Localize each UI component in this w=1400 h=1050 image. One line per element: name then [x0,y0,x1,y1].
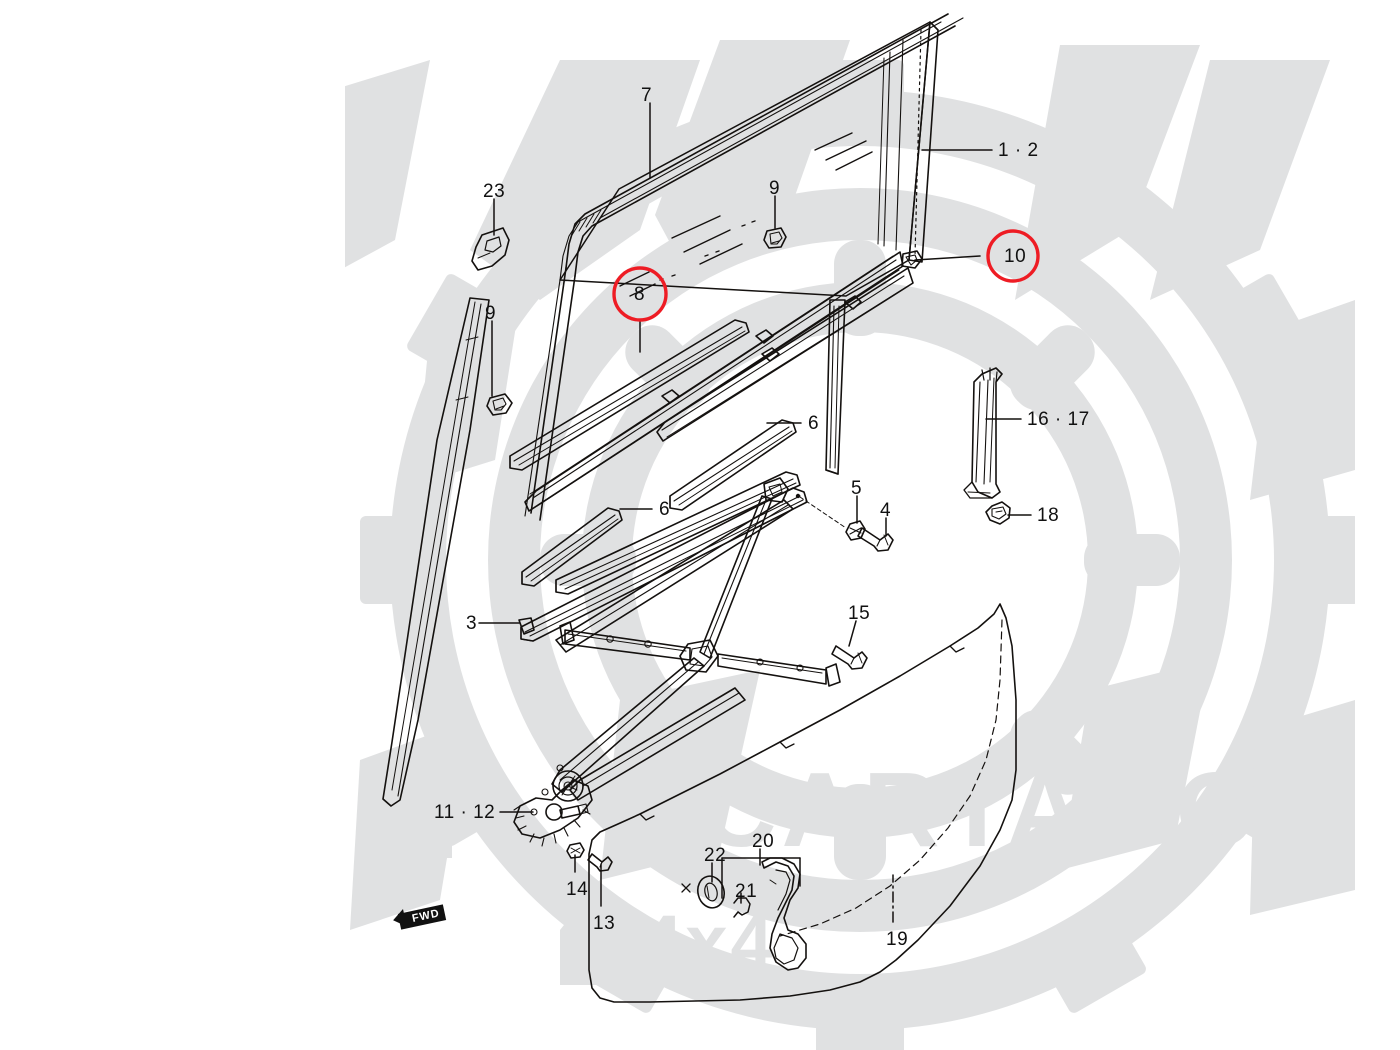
part-outer-belt-moulding [656,267,914,442]
callout-label-13: 13 [593,913,616,934]
part-5-pivot-nut [795,493,866,541]
callout-label-9-upper: 9 [769,178,781,199]
callout-label-11-12: 11 · 12 [434,802,496,823]
callout-label-18: 18 [1037,505,1060,526]
part-19-door-trim-panel [588,603,1017,1003]
part-9-clip-left [486,393,513,416]
callout-label-21: 21 [735,881,758,902]
part-1-2-window-glass [559,21,939,297]
callout-label-23: 23 [483,181,506,202]
part-23-sash-bracket [471,227,510,271]
callout-label-7: 7 [641,85,653,106]
callout-label-10: 10 [1004,246,1027,267]
part-16-17-rear-channel [963,367,1003,499]
part-20-regulator-handle [761,857,807,971]
callout-label-16-17: 16 · 17 [1027,409,1090,430]
callout-label-19: 19 [886,929,909,950]
callout-label-14: 14 [566,879,589,900]
part-glassrun-segment-a [509,319,750,471]
part-22-escutcheon [697,875,725,909]
part-8-inner-weatherstrip [524,251,904,512]
callout-label-8: 8 [634,284,646,305]
highlight-circle-8 [612,266,668,322]
callout-label-4: 4 [880,500,892,521]
part-mid-guide-rail [555,471,801,595]
svg-text:4x4: 4x4 [640,900,776,985]
part-6-channel-upper [669,419,797,511]
callout-leaders [478,102,1032,923]
callout-label-20: 20 [752,831,775,852]
svg-text:CARTAGO: CARTAGO [700,751,1263,869]
callout-label-5: 5 [851,478,863,499]
part-9-clip-upper [763,227,787,249]
callout-label-1-2: 1 · 2 [998,140,1039,161]
part-6-channel-lower [521,507,623,587]
part-7-sash-frame [524,13,964,521]
part-13-screw [587,853,613,872]
watermark-wordmark: CARTAGO 4x4 [408,751,1263,985]
cross-marker [681,883,691,893]
part-front-run-channel [382,297,490,807]
part-vertical-glass-run [825,299,846,475]
callout-label-3: 3 [466,613,478,634]
watermark-emblem [345,40,1355,1050]
part-21-handle-clip [733,897,751,918]
callout-label-15: 15 [848,603,871,624]
callout-label-6-lower: 6 [659,499,671,520]
highlight-circles [612,229,1040,322]
part-4-screw [857,527,894,552]
callout-label-6-upper: 6 [808,413,820,434]
highlight-circle-10 [986,229,1040,283]
callout-label-22: 22 [704,845,727,866]
part-15-screw [831,645,868,670]
callout-label-9-left: 9 [485,303,497,324]
part-11-12-window-regulator [513,495,841,847]
part-14-washer [566,842,585,859]
part-18-grommet [985,501,1011,525]
